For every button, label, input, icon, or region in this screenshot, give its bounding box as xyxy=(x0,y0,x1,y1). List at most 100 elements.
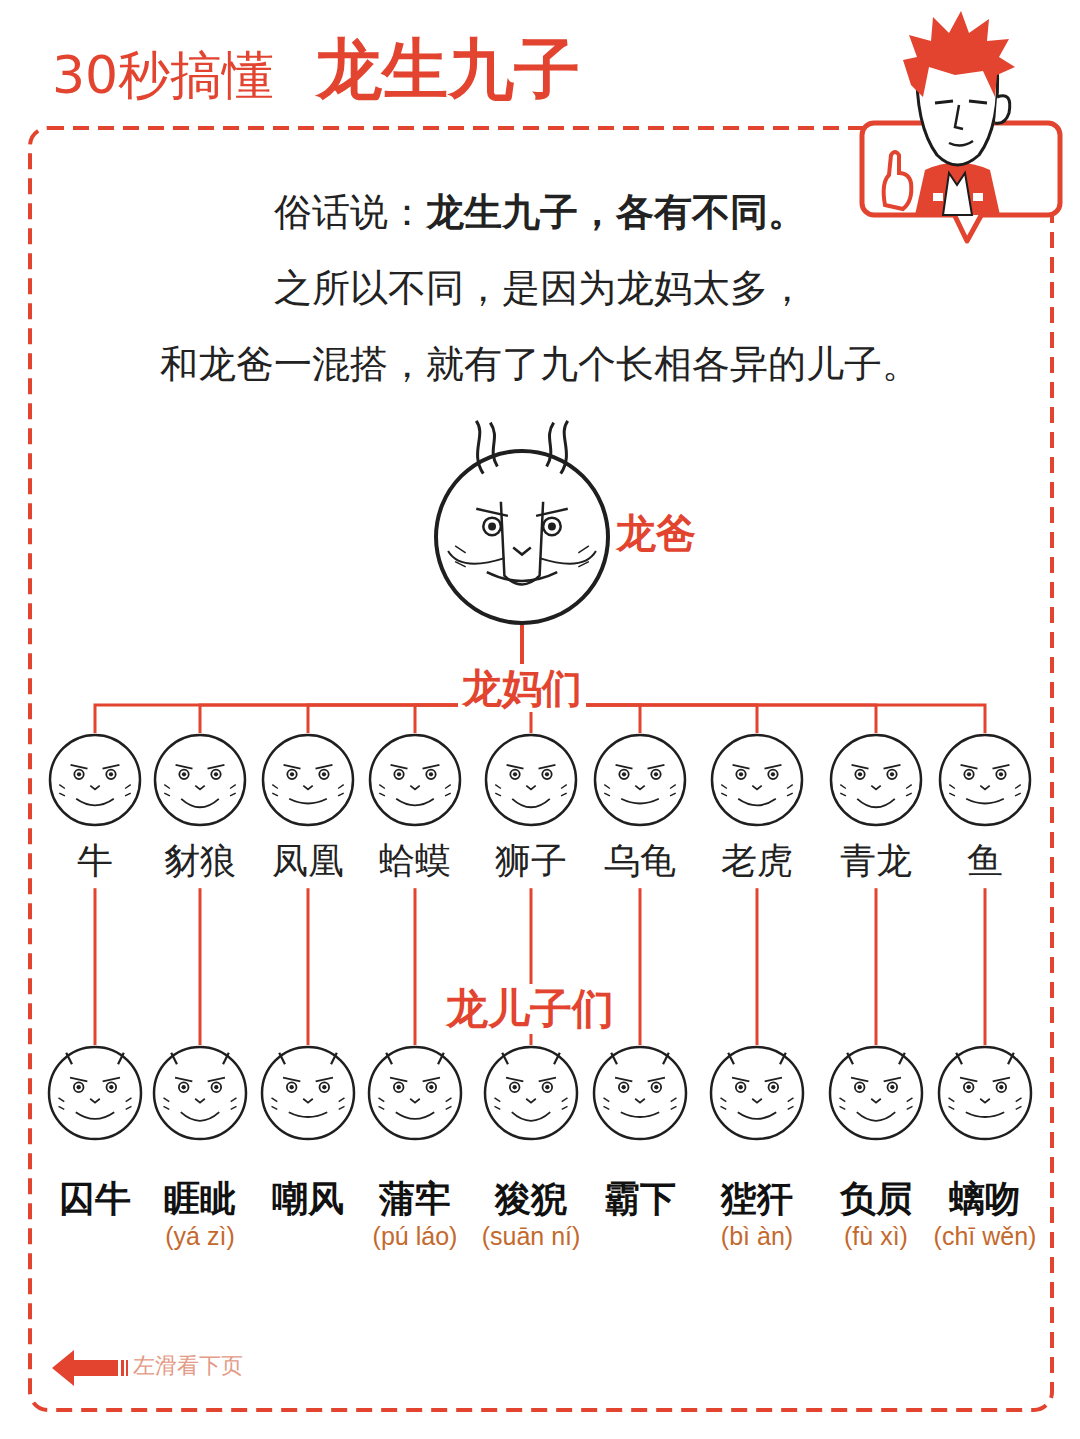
node-heading: 龙爸 xyxy=(614,509,698,557)
portrait-circle xyxy=(50,735,140,825)
node-name: 睚眦 xyxy=(164,1177,236,1220)
pupil xyxy=(548,522,556,530)
mouth xyxy=(512,1112,550,1121)
portrait-circle xyxy=(485,1047,577,1139)
nose xyxy=(526,1099,536,1103)
vest-pocket xyxy=(973,193,983,201)
eye xyxy=(736,1082,746,1092)
eye xyxy=(964,1082,974,1092)
nose xyxy=(195,786,204,790)
intro-text: 龙生九子，各有不同。 xyxy=(426,188,806,237)
eye-line xyxy=(935,101,987,103)
portrait xyxy=(484,733,578,827)
node-name: 囚牛 xyxy=(59,1177,131,1220)
eye xyxy=(179,1082,189,1092)
eye xyxy=(510,1082,520,1092)
portrait-circle xyxy=(595,735,685,825)
portrait-circle xyxy=(155,735,245,825)
son-node: 囚牛 xyxy=(43,1045,147,1220)
eye xyxy=(74,1082,84,1092)
eye xyxy=(619,770,628,779)
page-title: 龙生九子 xyxy=(316,30,580,109)
eye xyxy=(996,770,1005,779)
node-name: 霸下 xyxy=(604,1177,676,1220)
portrait xyxy=(483,1045,579,1141)
pupil xyxy=(545,1085,549,1089)
mouth xyxy=(289,1112,327,1117)
mother-node: 乌龟 xyxy=(589,733,691,882)
pupil xyxy=(488,522,496,530)
son-node: 狴犴(bì àn) xyxy=(705,1045,809,1253)
hatching xyxy=(604,1098,677,1110)
eye xyxy=(619,1082,629,1092)
nose xyxy=(410,786,419,790)
hatching xyxy=(59,1098,132,1110)
nose-mouth xyxy=(949,105,973,146)
eye xyxy=(542,770,551,779)
mouth xyxy=(487,572,557,581)
mother-node: 蛤蟆 xyxy=(364,733,466,882)
mouth xyxy=(621,1112,659,1117)
mouth xyxy=(738,1112,776,1119)
node-name: 凤凰 xyxy=(272,839,344,882)
brow xyxy=(616,765,665,769)
hatching xyxy=(840,785,911,796)
eye xyxy=(74,770,83,779)
mother-node: 老虎 xyxy=(706,733,808,882)
hatching xyxy=(495,1098,568,1110)
pupil xyxy=(771,772,775,776)
eye xyxy=(651,770,660,779)
eye xyxy=(427,1082,437,1092)
pupil xyxy=(109,772,113,776)
hair xyxy=(903,11,1015,97)
pupil xyxy=(513,772,517,776)
eye xyxy=(394,770,403,779)
eye xyxy=(106,770,115,779)
mouth xyxy=(966,799,1004,804)
hatching xyxy=(604,785,675,796)
portrait-circle xyxy=(486,735,576,825)
eye xyxy=(964,770,973,779)
hatching xyxy=(495,785,566,796)
pointing-hand xyxy=(884,152,912,209)
vest xyxy=(915,163,1000,216)
brow xyxy=(506,1078,556,1082)
pupil xyxy=(182,1085,186,1089)
mouth xyxy=(396,1112,434,1119)
brow xyxy=(733,765,782,769)
portrait xyxy=(709,1045,805,1141)
portrait-circle xyxy=(369,1047,461,1139)
tree-connector xyxy=(199,888,202,1045)
pupil xyxy=(739,1085,743,1089)
portrait-circle xyxy=(370,735,460,825)
branch-label: 龙儿子们 xyxy=(442,984,618,1034)
tree-connector xyxy=(984,888,987,1045)
portrait xyxy=(368,733,462,827)
portrait xyxy=(260,1045,356,1141)
pupil xyxy=(109,1085,113,1089)
portrait xyxy=(367,1045,463,1141)
nose xyxy=(980,1099,990,1103)
pupil xyxy=(429,1085,433,1089)
nose xyxy=(526,786,535,790)
bubble-tail xyxy=(953,212,983,241)
node-name: 乌龟 xyxy=(604,839,676,882)
hatching xyxy=(164,785,235,796)
brow xyxy=(732,1078,782,1082)
mouth xyxy=(512,799,550,807)
hatching xyxy=(949,1098,1022,1110)
small-horn xyxy=(66,1053,124,1065)
branch-label: 龙妈们 xyxy=(458,664,586,712)
hatching xyxy=(721,785,792,796)
mother-node: 凤凰 xyxy=(257,733,359,882)
nose xyxy=(871,1099,881,1103)
pupil xyxy=(654,772,658,776)
presenter-cartoon xyxy=(845,5,1070,255)
pupil xyxy=(999,1085,1003,1089)
brow xyxy=(175,1078,225,1082)
small-horn xyxy=(171,1053,229,1065)
tree-connector xyxy=(307,888,310,1045)
portrait xyxy=(828,1045,924,1141)
nose xyxy=(513,548,531,555)
portrait xyxy=(938,733,1032,827)
